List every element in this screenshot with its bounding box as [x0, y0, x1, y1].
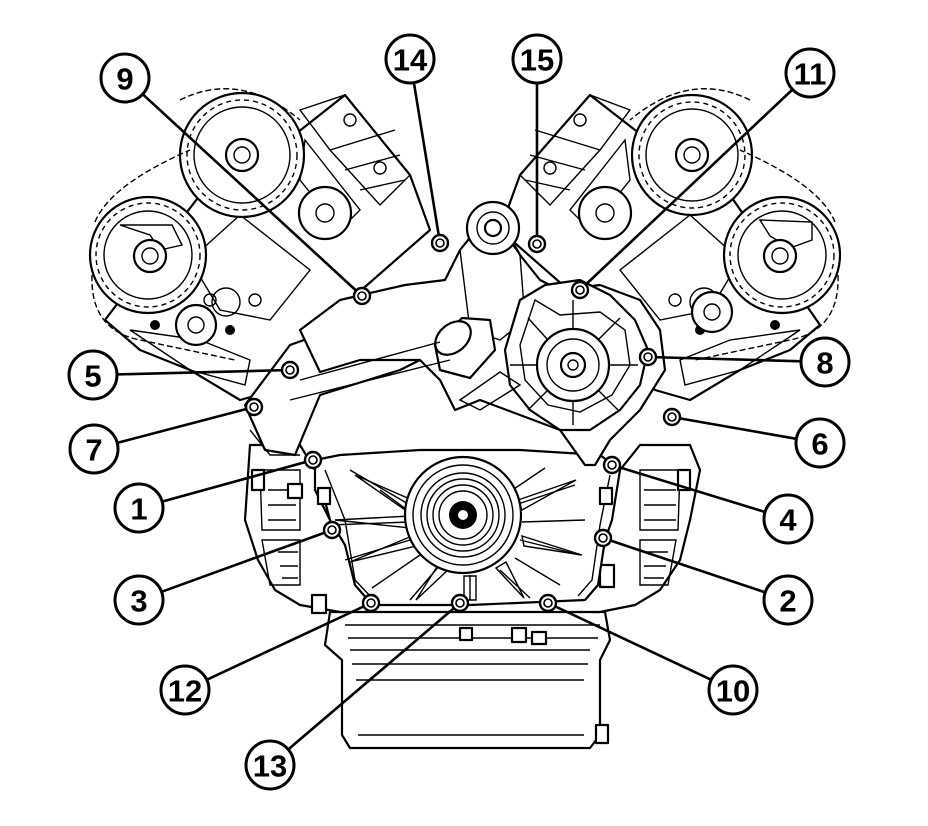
callout-circle-3 — [113, 574, 165, 626]
callout-5: 5 — [67, 349, 119, 401]
bolt-10 — [538, 593, 558, 613]
leader-line-10 — [547, 601, 712, 681]
bolt-2-center — [598, 533, 608, 543]
leader-line-4 — [611, 463, 766, 514]
callout-circle-5 — [67, 349, 119, 401]
bolt-7-center — [249, 402, 259, 412]
callout-circle-13 — [244, 739, 296, 791]
callout-number-8: 8 — [816, 346, 833, 381]
leader-line-12 — [206, 601, 372, 681]
leader-lines — [116, 82, 802, 751]
leader-line-11 — [579, 88, 794, 291]
callout-circle-9 — [99, 52, 151, 104]
bolt-15 — [527, 234, 547, 254]
bolt-3 — [322, 520, 342, 540]
leader-line-5 — [116, 368, 291, 376]
bolt-6-center — [667, 412, 677, 422]
callout-circle-6 — [794, 417, 846, 469]
callout-12: 12 — [159, 664, 211, 716]
callout-circle-11 — [784, 47, 836, 99]
callout-number-9: 9 — [116, 62, 133, 97]
callout-2: 2 — [762, 574, 814, 626]
bolt-1-center — [308, 455, 318, 465]
leader-line-2 — [602, 536, 766, 594]
bolt-13 — [450, 593, 470, 613]
bolt-markers — [244, 233, 682, 613]
bolt-2 — [593, 528, 613, 548]
callout-6: 6 — [794, 417, 846, 469]
leader-line-6 — [671, 415, 797, 441]
callout-circle-8 — [799, 336, 851, 388]
callout-circle-14 — [384, 33, 436, 85]
callout-10: 10 — [707, 664, 759, 716]
callout-8: 8 — [799, 336, 851, 388]
callout-circle-12 — [159, 664, 211, 716]
bolt-4 — [602, 455, 622, 475]
callout-number-10: 10 — [716, 674, 750, 709]
bolt-14-center — [435, 238, 445, 248]
bolt-12 — [361, 593, 381, 613]
leader-line-3 — [161, 528, 333, 594]
callout-number-7: 7 — [85, 433, 102, 468]
bolt-14 — [430, 233, 450, 253]
leader-line-9 — [141, 93, 363, 297]
callout-15: 15 — [511, 33, 563, 85]
bolt-1 — [303, 450, 323, 470]
callout-number-12: 12 — [168, 674, 202, 709]
callout-circle-10 — [707, 664, 759, 716]
bolt-10-center — [543, 598, 553, 608]
callout-number-1: 1 — [130, 492, 147, 527]
leader-line-13 — [287, 602, 461, 751]
bolt-9-center — [357, 291, 367, 301]
bolt-7 — [244, 397, 264, 417]
callout-circle-4 — [762, 493, 814, 545]
callout-3: 3 — [113, 574, 165, 626]
bolt-12-center — [366, 598, 376, 608]
callout-circle-15 — [511, 33, 563, 85]
water-pump-housing — [243, 200, 667, 467]
callout-4: 4 — [762, 493, 814, 545]
callout-number-14: 14 — [393, 43, 428, 78]
left-cam-drive — [88, 88, 432, 402]
callout-number-2: 2 — [779, 584, 796, 619]
bolt-9 — [352, 286, 372, 306]
callout-circle-1 — [113, 482, 165, 534]
callout-number-3: 3 — [130, 584, 147, 619]
bolt-11-center — [575, 285, 585, 295]
bolt-8-center — [643, 352, 653, 362]
callout-number-13: 13 — [253, 749, 287, 784]
callout-11: 11 — [784, 47, 836, 99]
callout-number-5: 5 — [84, 359, 101, 394]
callout-7: 7 — [68, 423, 120, 475]
leader-line-14 — [412, 82, 442, 244]
leader-line-1 — [161, 458, 314, 503]
bolt-6 — [662, 407, 682, 427]
bolt-5-center — [285, 365, 295, 375]
callout-14: 14 — [384, 33, 436, 85]
callout-number-11: 11 — [794, 57, 827, 92]
callout-9: 9 — [99, 52, 151, 104]
bolt-11 — [570, 280, 590, 300]
callout-number-4: 4 — [779, 503, 797, 538]
bolt-15-center — [532, 239, 542, 249]
leader-line-8 — [647, 355, 802, 363]
crankshaft-balancer — [329, 455, 586, 601]
bolt-4-center — [607, 460, 617, 470]
callout-13: 13 — [244, 739, 296, 791]
callout-number-6: 6 — [811, 427, 828, 462]
oil-pan — [323, 598, 612, 750]
right-cam-drive — [498, 88, 842, 402]
callout-circle-7 — [68, 423, 120, 475]
bolt-5 — [280, 360, 300, 380]
bolt-8 — [638, 347, 658, 367]
leader-line-7 — [116, 405, 255, 445]
callout-circle-2 — [762, 574, 814, 626]
callout-1: 1 — [113, 482, 165, 534]
callout-number-15: 15 — [520, 43, 554, 78]
bolt-3-center — [327, 525, 337, 535]
bolt-13-center — [455, 598, 465, 608]
